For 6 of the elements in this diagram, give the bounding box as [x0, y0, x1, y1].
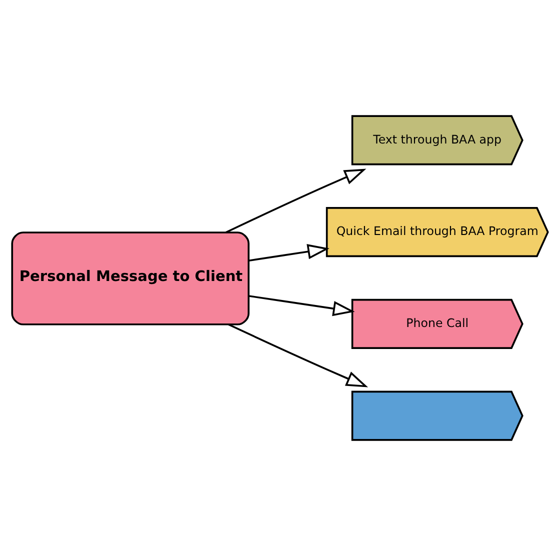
arrow [228, 324, 368, 388]
arrow [225, 168, 366, 234]
node-box [351, 390, 524, 441]
arrow [248, 244, 330, 262]
arrow [248, 295, 355, 316]
node-box: Personal Message to Client [11, 232, 250, 326]
